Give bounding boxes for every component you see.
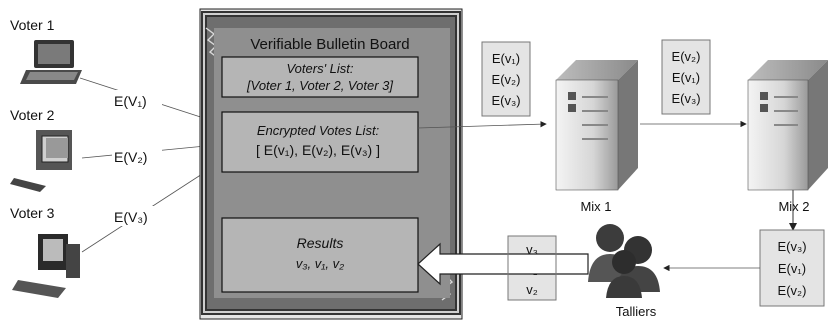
laptop-icon (20, 40, 82, 84)
talliers-label: Talliers (616, 304, 657, 319)
mix2-label: Mix 2 (778, 199, 809, 214)
mix2-output-2: E(v₁) (778, 261, 806, 276)
mix2-input-3: E(v₃) (671, 91, 700, 106)
encrypted-votes-title: Encrypted Votes List: (257, 123, 380, 138)
mix2-server-icon (748, 60, 828, 190)
mix2-input-1: E(v₂) (672, 49, 701, 64)
results-content: v₃, v₁, v₂ (296, 256, 344, 271)
voter-3-vote: E(V₃) (114, 209, 148, 225)
voter-1-vote: E(V₁) (114, 93, 147, 109)
mix1-input-1: E(v₁) (492, 51, 520, 66)
results-box (222, 218, 418, 292)
results-title: Results (297, 235, 344, 251)
voter-2-vote: E(V₂) (114, 149, 147, 165)
mix1-input-3: E(v₃) (491, 93, 520, 108)
voter-3-label: Voter 3 (10, 205, 55, 221)
voter-1-label: Voter 1 (10, 17, 55, 33)
talliers-icon (588, 224, 660, 298)
bulletin-board-title: Verifiable Bulletin Board (250, 36, 409, 53)
voter-2-label: Voter 2 (10, 107, 55, 123)
mix2-input-2: E(v₁) (672, 70, 700, 85)
encrypted-votes-content: [ E(v₁), E(v₂), E(v₃) ] (256, 142, 380, 158)
mix1-server-icon (556, 60, 638, 190)
desktop-computer-icon (12, 234, 80, 298)
mix1-label: Mix 1 (580, 199, 611, 214)
mix1-input-2: E(v₂) (492, 72, 521, 87)
desktop-monitor-icon (10, 130, 72, 192)
mix2-output-1: E(v₃) (777, 239, 806, 254)
voters-list-title: Voters' List: (286, 61, 353, 76)
mix2-output-3: E(v₂) (778, 283, 807, 298)
voters-list-content: [Voter 1, Voter 2, Voter 3] (246, 78, 393, 93)
talliers-output-3: v₂ (526, 282, 538, 297)
